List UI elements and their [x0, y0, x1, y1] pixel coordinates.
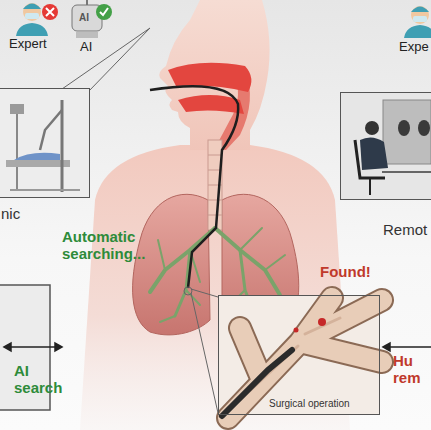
robot-icon	[72, 0, 102, 38]
lesion	[294, 328, 299, 333]
remote-scene-bg	[341, 93, 431, 199]
clinic-scene-bg	[0, 89, 89, 197]
remote-panel: Remot	[340, 92, 431, 200]
panel-caption: nic	[1, 206, 20, 223]
panel-caption: Remot	[383, 222, 427, 239]
clinic-panel: nic	[0, 88, 90, 198]
role-label: Expert	[9, 37, 47, 52]
role-label: AI	[80, 40, 92, 55]
role-label: Expe	[399, 40, 429, 55]
status-text: Automatic searching...	[62, 228, 174, 263]
clinic-scene	[6, 100, 80, 192]
arrow-label: Hu rem	[393, 352, 429, 387]
lesion	[318, 318, 326, 326]
inset-airway	[228, 298, 382, 418]
remote-scene	[355, 100, 431, 195]
double-arrow	[4, 343, 62, 351]
bronchoscope	[150, 86, 238, 288]
leader-lines	[62, 28, 218, 413]
cross-mark	[42, 4, 58, 20]
panel-caption: Surgical operation	[269, 398, 350, 409]
head	[159, 0, 269, 150]
check-mark	[96, 4, 112, 20]
expert-icon	[404, 6, 431, 38]
left-arrow	[383, 343, 431, 351]
arrow-label: AI search	[14, 362, 64, 397]
inset-panel: Surgical operation	[218, 295, 380, 415]
robot-face-text: AI	[79, 12, 89, 24]
status-text: Found!	[320, 263, 371, 280]
